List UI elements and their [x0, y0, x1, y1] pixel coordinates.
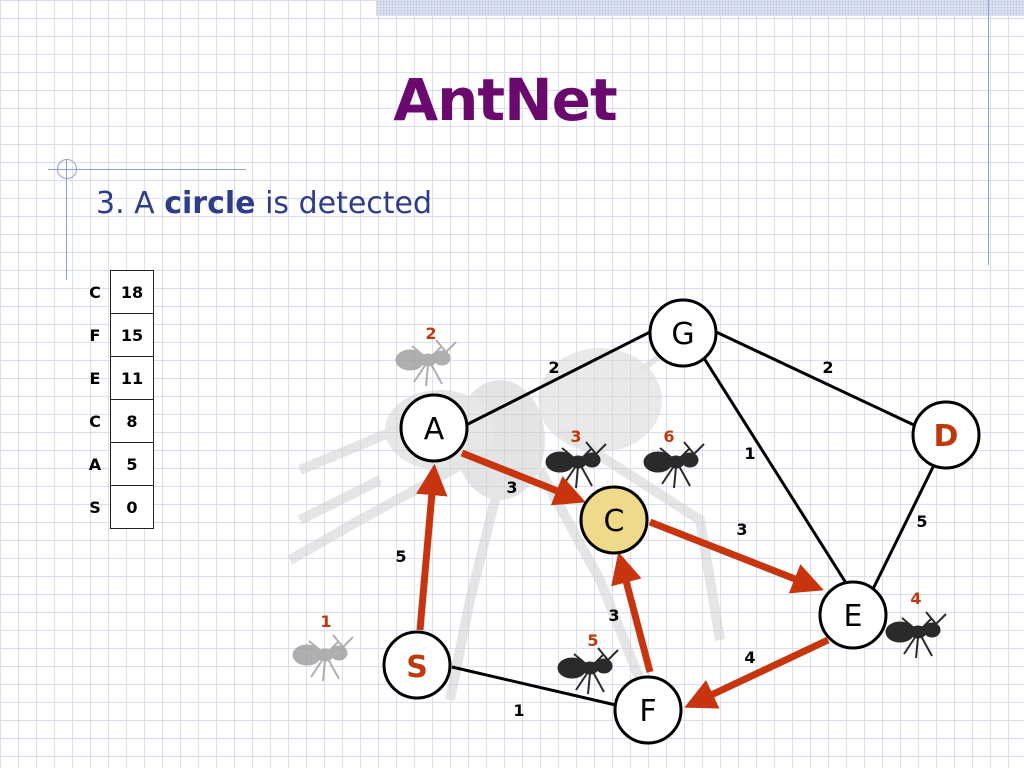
stack-node: A [88, 454, 102, 474]
stack-node: E [89, 368, 101, 388]
ant-icon [395, 339, 457, 387]
node-label: D [934, 419, 959, 454]
ant-step-number: 4 [910, 589, 921, 608]
edge-weight: 3 [736, 520, 747, 539]
stack-row: E 11 [80, 356, 154, 400]
node-E: E [818, 580, 888, 650]
edge-weight: 2 [548, 358, 559, 377]
stack-cost: 0 [110, 485, 154, 529]
stack-cost: 15 [110, 313, 154, 357]
ant-icon [292, 634, 354, 682]
node-S: S [382, 630, 452, 700]
edge-weight: 4 [744, 648, 755, 667]
ant-step-number: 6 [663, 427, 674, 446]
edge-weight: 1 [744, 444, 755, 463]
subtitle-keyword: circle [164, 186, 256, 221]
ant-icon [557, 647, 619, 695]
subtitle-rest: is detected [265, 186, 433, 221]
edge-G-E [700, 354, 848, 584]
node-D: D [911, 400, 981, 470]
node-label: C [604, 504, 625, 539]
decorative-horizontal-line [48, 169, 246, 170]
edge-S-F [451, 665, 621, 708]
ant-step-number: 5 [587, 631, 598, 650]
ant-step-number: 2 [425, 324, 436, 343]
node-F: F [613, 675, 683, 745]
stack-node: C [89, 282, 101, 302]
ant-icon [643, 441, 705, 489]
edge-A-G [465, 328, 655, 427]
path-arrow-E-F [684, 636, 830, 709]
stack-cost: 8 [110, 399, 154, 443]
stack-cost: 5 [110, 442, 154, 486]
path-arrow-S-A [416, 463, 448, 631]
node-label: A [424, 412, 445, 447]
edge-D-E [871, 466, 935, 590]
slide-subtitle: 3. A circle is detected [96, 186, 432, 221]
decorative-vertical-line-left [66, 160, 67, 280]
edge-weight: 5 [395, 547, 406, 566]
stack-cost: 11 [110, 356, 154, 400]
edge-weight: 3 [506, 478, 517, 497]
decorative-circle [57, 159, 77, 179]
stack-node: F [89, 325, 101, 345]
stack-row: F 15 [80, 313, 154, 357]
path-arrow-A-C [460, 449, 586, 506]
slide-title: AntNet [393, 66, 618, 134]
edge-weight: 5 [916, 512, 927, 531]
node-C: C [579, 485, 649, 555]
path-arrow-C-E [648, 518, 824, 594]
ant-icon [885, 611, 947, 659]
decorative-vertical-line [988, 0, 989, 265]
node-label: S [406, 650, 428, 685]
stack-node: S [89, 497, 101, 517]
node-label: F [639, 694, 656, 729]
edge-weight: 3 [608, 606, 619, 625]
stack-node: C [89, 411, 101, 431]
edge-weight: 2 [822, 358, 833, 377]
node-label: E [844, 599, 863, 634]
node-A: A [399, 393, 469, 463]
edge-G-D [713, 329, 917, 428]
ant-step-number: 1 [320, 612, 331, 631]
background-ant-illustration [287, 327, 725, 701]
node-label: G [671, 317, 694, 352]
edge-weight: 1 [513, 701, 524, 720]
path-arrow-F-C [611, 551, 654, 673]
ant-step-number: 3 [570, 427, 581, 446]
subtitle-number: 3. A [96, 186, 155, 221]
node-G: G [648, 298, 718, 368]
top-decorative-band [376, 0, 1024, 16]
